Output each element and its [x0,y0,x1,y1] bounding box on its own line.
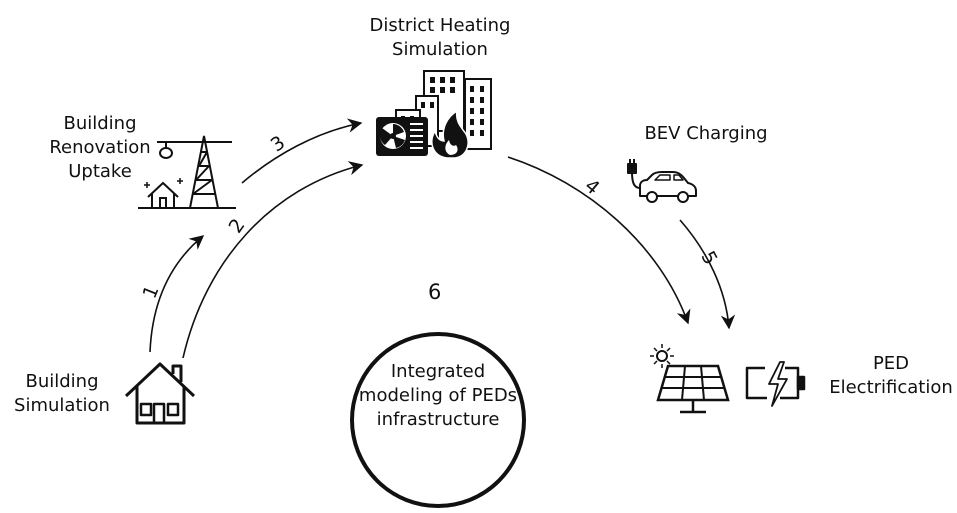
bev-charging-line-1: BEV Charging [644,123,768,144]
arrow-2 [182,161,364,359]
bev-charging-label: BEV Charging [636,122,776,146]
district-heating-label: District Heating Simulation [350,14,530,62]
crane-house-icon [138,135,236,209]
center-line-3: infrastructure [376,409,500,430]
arrow-4 [507,156,691,325]
district-heating-line-1: District Heating [369,15,511,36]
heat-pump-city-flame-icon [376,70,492,159]
ped-electrification-line-1: PED [872,353,910,374]
ped-electrification-line-2: Electrification [829,377,953,398]
arrow-1 [149,235,205,353]
house-icon [124,362,196,425]
center-line-1: Integrated [390,361,486,382]
center-line-2: modeling of PEDs [358,385,518,406]
building-renovation-line-3: Uptake [68,161,132,182]
ped-electrification-label: PED Electrification [826,352,956,400]
building-simulation-label: Building Simulation [14,370,110,418]
battery-charging-icon [745,361,806,407]
center-number: 6 [428,280,442,304]
district-heating-line-2: Simulation [392,39,488,60]
arrow-3 [241,118,363,184]
building-simulation-line-2: Simulation [14,395,110,416]
building-renovation-line-1: Building [63,113,137,134]
arrow-5 [679,219,736,330]
building-renovation-label: Building Renovation Uptake [40,112,160,184]
electric-car-icon [627,159,697,203]
center-label: Integrated modeling of PEDs infrastructu… [358,360,518,432]
building-simulation-line-1: Building [25,371,99,392]
solar-panel-icon [650,344,730,414]
building-renovation-line-2: Renovation [49,137,151,158]
center-circle [350,332,526,508]
